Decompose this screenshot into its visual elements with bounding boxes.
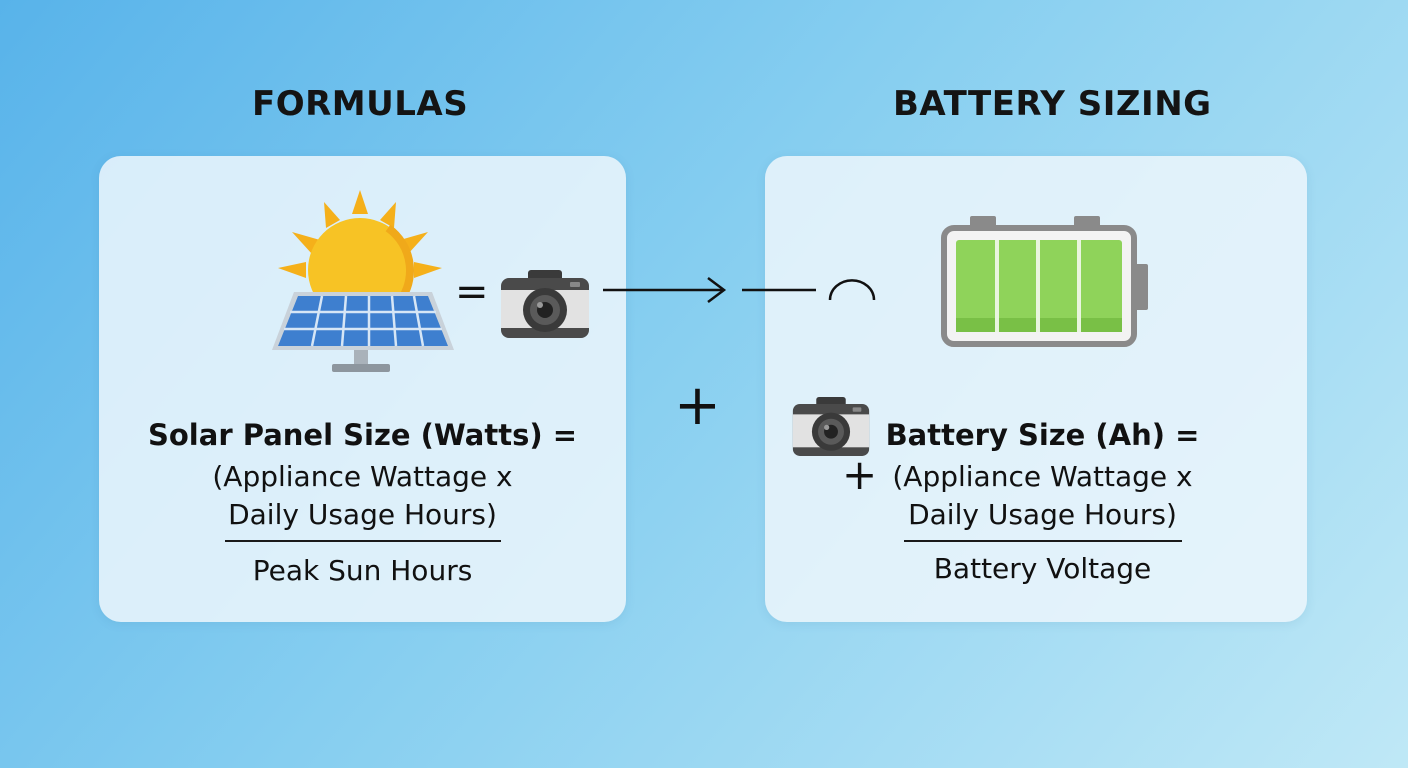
battery-formula-title: Battery Size (Ah) = xyxy=(885,418,1200,452)
battery-fraction-bar xyxy=(903,540,1182,542)
solar-formula-title: Solar Panel Size (Watts) = xyxy=(148,418,577,452)
battery-size-formula: Battery Size (Ah) = (Appliance Wattage x… xyxy=(870,418,1215,588)
battery-sizing-heading: BATTERY SIZING xyxy=(893,84,1212,124)
small-plus-sign: + xyxy=(842,450,878,499)
battery-formula-denominator: Battery Voltage xyxy=(933,552,1152,585)
solar-panel-icon xyxy=(272,292,454,372)
battery-formula-numerator-line1: (Appliance Wattage x xyxy=(892,460,1193,493)
equals-sign: = xyxy=(455,269,489,315)
solar-panel-formula: Solar Panel Size (Watts) = (Appliance Wa… xyxy=(130,418,595,590)
camera-icon xyxy=(792,397,870,456)
arrow-right-icon xyxy=(603,277,727,303)
formulas-heading: FORMULAS xyxy=(252,84,469,124)
battery-formula-numerator-line2: Daily Usage Hours) xyxy=(908,498,1177,531)
camera-icon xyxy=(501,270,589,338)
solar-formula-numerator-line2: Daily Usage Hours) xyxy=(228,498,497,531)
plus-sign: + xyxy=(674,373,721,438)
sun-solar-panel-illustration xyxy=(272,190,454,372)
solar-formula-numerator-line1: (Appliance Wattage x xyxy=(212,460,513,493)
connector-line-icon xyxy=(742,279,876,301)
solar-fraction-bar xyxy=(224,540,501,542)
solar-formula-denominator: Peak Sun Hours xyxy=(252,554,473,587)
battery-icon xyxy=(941,216,1148,347)
